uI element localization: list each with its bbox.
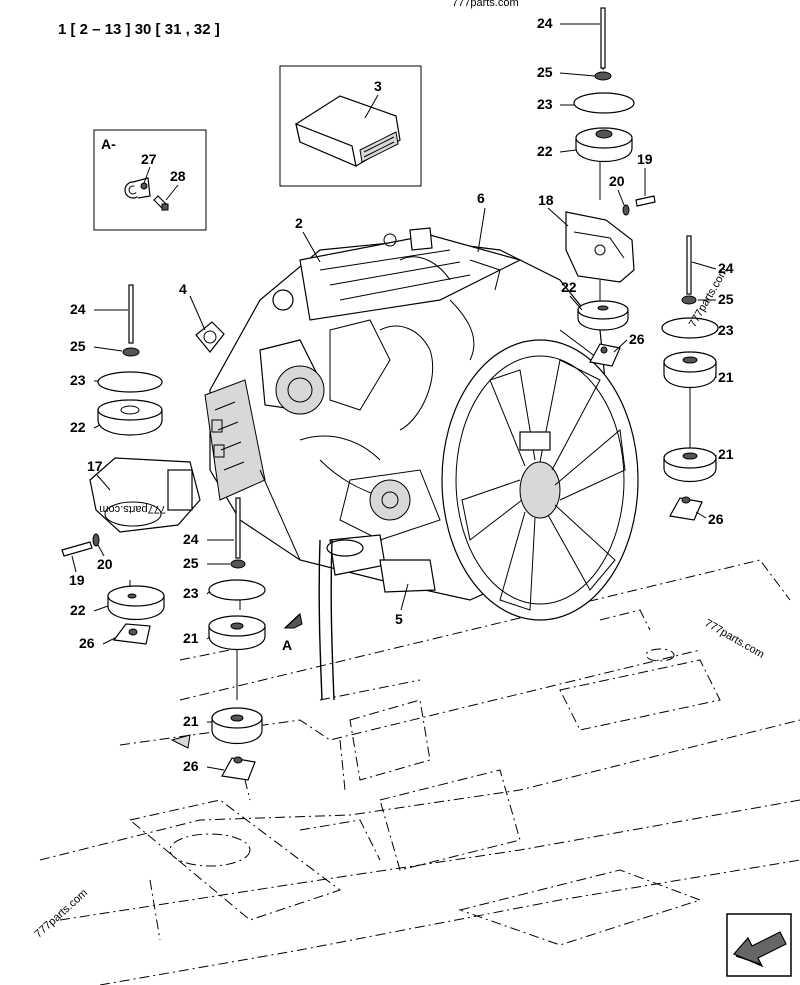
- top-right-mount-stack: [565, 7, 656, 367]
- right-mount-stack: 777parts.com: [661, 235, 731, 389]
- detail-a-inset: A-: [93, 129, 207, 231]
- clamp-icon: [124, 177, 151, 199]
- callout-24-center: 24: [183, 531, 199, 547]
- callout-25: 25: [537, 64, 553, 80]
- left-lower-mount: [61, 533, 165, 645]
- callout-22-lower-left: 22: [70, 602, 86, 618]
- callout-25-left: 25: [70, 338, 86, 354]
- callout-25-right: 25: [718, 291, 734, 307]
- view-a-label: A: [282, 637, 292, 653]
- callout-26-left: 26: [79, 635, 95, 651]
- bolt-icon: [153, 195, 169, 211]
- callout-22-right: 22: [561, 279, 577, 295]
- callout-25-center: 25: [183, 555, 199, 571]
- callout-20-left: 20: [97, 556, 113, 572]
- callout-28: 28: [170, 168, 186, 184]
- header-reference: 1 [ 2 – 13 ] 30 [ 31 , 32 ]: [58, 21, 220, 38]
- callout-23-right: 23: [718, 322, 734, 338]
- callout-2: 2: [295, 215, 303, 231]
- callout-22-left: 22: [70, 419, 86, 435]
- callout-3: 3: [374, 78, 382, 94]
- callout-20: 20: [609, 173, 625, 189]
- gasket-part: [189, 295, 225, 353]
- callout-6: 6: [477, 190, 485, 206]
- callout-4: 4: [179, 281, 187, 297]
- detail-a-title: A-: [101, 136, 116, 152]
- callout-27: 27: [141, 151, 157, 167]
- bottom-center-mount: [170, 707, 263, 781]
- ecu-inset: [279, 65, 422, 187]
- callout-23-center: 23: [183, 585, 199, 601]
- callout-17: 17: [87, 458, 103, 474]
- frame-chassis: [39, 559, 800, 985]
- callout-21-right: 21: [718, 369, 734, 385]
- callout-5: 5: [395, 611, 403, 627]
- callout-24-left: 24: [70, 301, 86, 317]
- watermark-right: 777parts.com: [703, 617, 767, 661]
- cooling-fan: [441, 339, 639, 621]
- callout-22: 22: [537, 143, 553, 159]
- callout-24-right: 24: [718, 260, 734, 276]
- callout-21-lower-right: 21: [718, 446, 734, 462]
- view-a-arrow: A: [282, 613, 303, 653]
- center-mount-stack: [208, 497, 266, 651]
- callout-21-bottom: 21: [183, 713, 199, 729]
- callout-18: 18: [538, 192, 554, 208]
- left-mount-stack: 777parts.com: [89, 284, 201, 533]
- callout-23-left: 23: [70, 372, 86, 388]
- callout-23: 23: [537, 96, 553, 112]
- callout-21-center: 21: [183, 630, 199, 646]
- watermark-mount-left: 777parts.com: [99, 503, 166, 515]
- arrow-left-down-icon[interactable]: [726, 913, 792, 977]
- callout-26-lower-right: 26: [708, 511, 724, 527]
- callout-26-right: 26: [629, 331, 645, 347]
- callout-labels: 24 25 23 22 19 20 18 3 27 28 2 6 24 25 2…: [69, 15, 734, 774]
- callout-19: 19: [637, 151, 653, 167]
- ecu-module-icon: [295, 95, 401, 168]
- right-lower-mount: [663, 447, 717, 521]
- callout-24: 24: [537, 15, 553, 31]
- watermark-bottom-left: 777parts.com: [32, 887, 90, 941]
- watermark-top: 777parts.com: [452, 0, 519, 9]
- callout-26-bottom: 26: [183, 758, 199, 774]
- callout-19-left: 19: [69, 572, 85, 588]
